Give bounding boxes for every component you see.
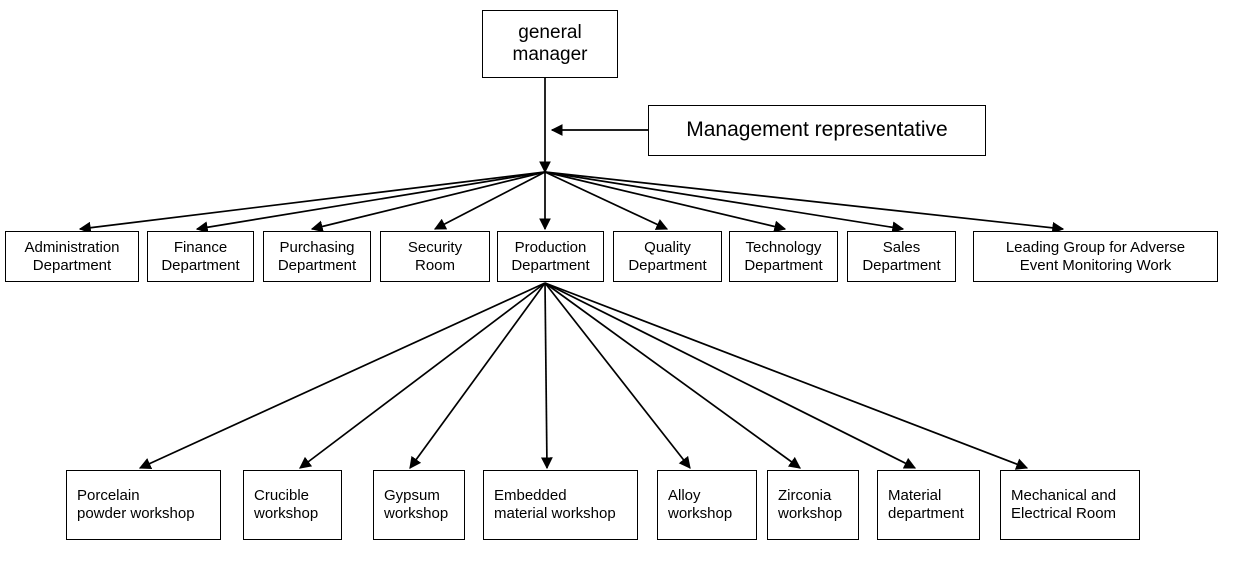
node-administration-department[interactable]: Administration Department — [5, 231, 139, 282]
node-label: Material department — [888, 487, 964, 522]
node-label: Technology Department — [744, 238, 823, 274]
node-purchasing-department[interactable]: Purchasing Department — [263, 231, 371, 282]
node-label: Administration Department — [24, 238, 120, 274]
node-label: Crucible workshop — [254, 487, 319, 522]
node-alloy-workshop[interactable]: Alloy workshop — [657, 470, 757, 540]
node-label: Purchasing Department — [277, 238, 357, 274]
node-crucible-workshop[interactable]: Crucible workshop — [243, 470, 342, 540]
node-label: Security Room — [407, 238, 463, 274]
node-label: Production Department — [511, 238, 590, 274]
node-technology-department[interactable]: Technology Department — [729, 231, 838, 282]
node-mechanical-electrical-room[interactable]: Mechanical and Electrical Room — [1000, 470, 1140, 540]
node-embedded-material-workshop[interactable]: Embedded material workshop — [483, 470, 638, 540]
node-label: Sales Department — [862, 238, 941, 274]
node-sales-department[interactable]: Sales Department — [847, 231, 956, 282]
node-general-manager[interactable]: general manager — [482, 10, 618, 78]
node-label: Management representative — [686, 118, 948, 142]
node-production-department[interactable]: Production Department — [497, 231, 604, 282]
node-management-representative[interactable]: Management representative — [648, 105, 986, 156]
node-label: Finance Department — [161, 238, 240, 274]
node-finance-department[interactable]: Finance Department — [147, 231, 254, 282]
node-material-department[interactable]: Material department — [877, 470, 980, 540]
node-zirconia-workshop[interactable]: Zirconia workshop — [767, 470, 859, 540]
node-label: Quality Department — [628, 238, 707, 274]
node-gypsum-workshop[interactable]: Gypsum workshop — [373, 470, 465, 540]
node-label: Mechanical and Electrical Room — [1011, 487, 1117, 522]
node-quality-department[interactable]: Quality Department — [613, 231, 722, 282]
node-leading-group-adverse-event[interactable]: Leading Group for Adverse Event Monitori… — [973, 231, 1218, 282]
node-label: Leading Group for Adverse Event Monitori… — [1005, 238, 1186, 274]
node-label: general manager — [512, 21, 588, 65]
node-label: Zirconia workshop — [778, 487, 843, 522]
node-label: Embedded material workshop — [494, 487, 616, 522]
node-label: Porcelain powder workshop — [77, 487, 195, 522]
node-label: Alloy workshop — [668, 487, 733, 522]
node-porcelain-powder-workshop[interactable]: Porcelain powder workshop — [66, 470, 221, 540]
node-security-room[interactable]: Security Room — [380, 231, 490, 282]
node-label: Gypsum workshop — [384, 487, 449, 522]
